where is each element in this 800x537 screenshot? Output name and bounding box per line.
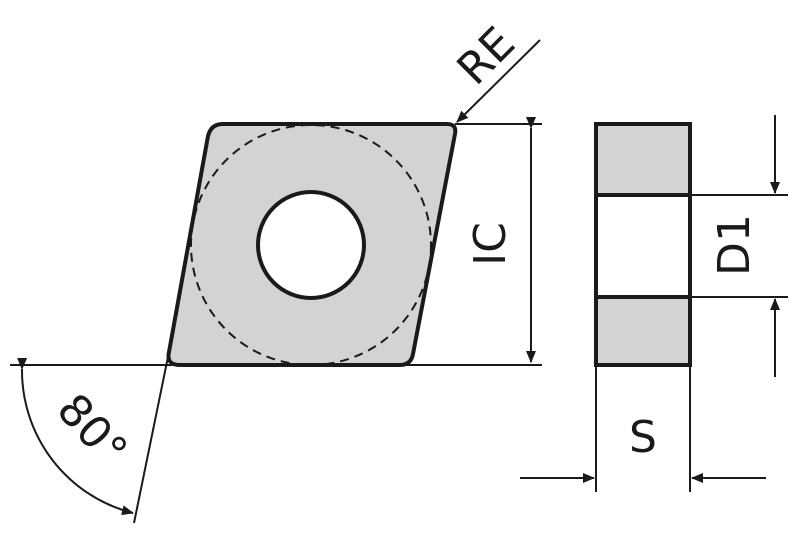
center-hole	[256, 190, 366, 300]
side-view-top-section	[596, 124, 690, 195]
d1-label: D1	[709, 214, 760, 276]
re-label: RE	[448, 18, 525, 95]
side-view-outline	[594, 122, 692, 367]
angle-arc	[17, 357, 134, 516]
s-label: S	[629, 412, 657, 463]
re-leader	[456, 39, 541, 123]
angle-label: 80°	[47, 384, 137, 476]
ic-label: IC	[465, 222, 516, 266]
angle-leg-line	[133, 351, 170, 524]
side-view-bottom-section	[596, 297, 690, 365]
